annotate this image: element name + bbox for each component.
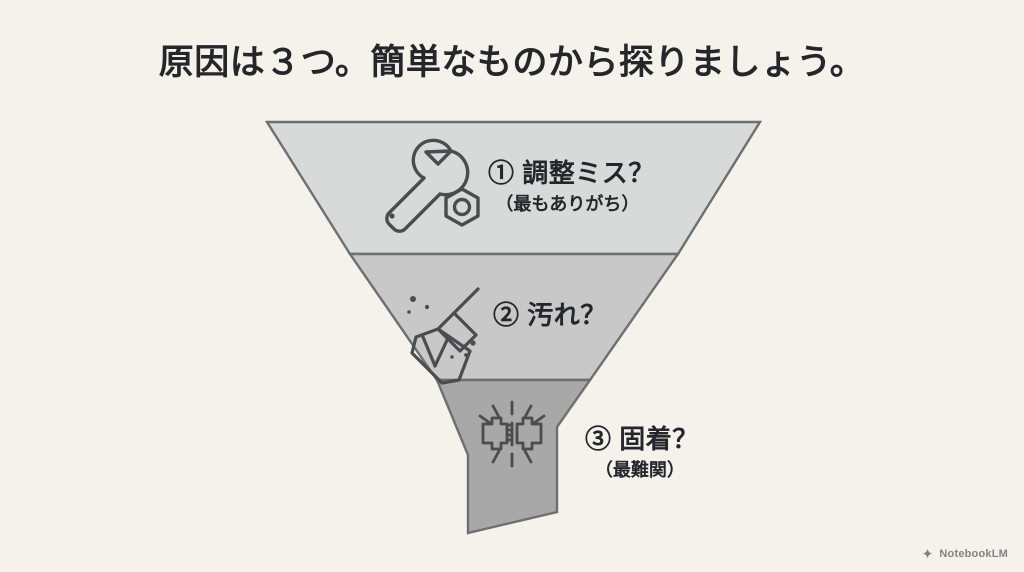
funnel-section-1-title: ① 調整ミス？ bbox=[488, 158, 655, 188]
page-title: 原因は３つ。簡単なものから探りましょう。 bbox=[158, 43, 866, 82]
notebooklm-logo-icon bbox=[922, 548, 934, 559]
funnel-section-1-label: ① 調整ミス？ （最もありがち） bbox=[488, 158, 655, 216]
funnel-section-1-subtitle: （最もありがち） bbox=[495, 194, 640, 215]
notebooklm-watermark: NotebookLM bbox=[921, 547, 1008, 560]
notebooklm-watermark-label: NotebookLM bbox=[939, 547, 1008, 560]
funnel-section-2-label: ② 汚れ？ bbox=[493, 300, 607, 331]
seized-bolt-icon bbox=[478, 400, 546, 468]
wrench-and-nut-icon bbox=[385, 138, 480, 233]
funnel-section-3-shape[interactable] bbox=[435, 378, 593, 535]
funnel-section-3-subtitle: （最難関） bbox=[594, 460, 685, 481]
funnel-section-3-title: ③ 固着？ bbox=[585, 424, 699, 454]
broom-icon bbox=[407, 287, 480, 385]
funnel-section-3-label: ③ 固着？ （最難関） bbox=[585, 424, 699, 482]
funnel-section-2-title: ② 汚れ？ bbox=[493, 300, 607, 330]
